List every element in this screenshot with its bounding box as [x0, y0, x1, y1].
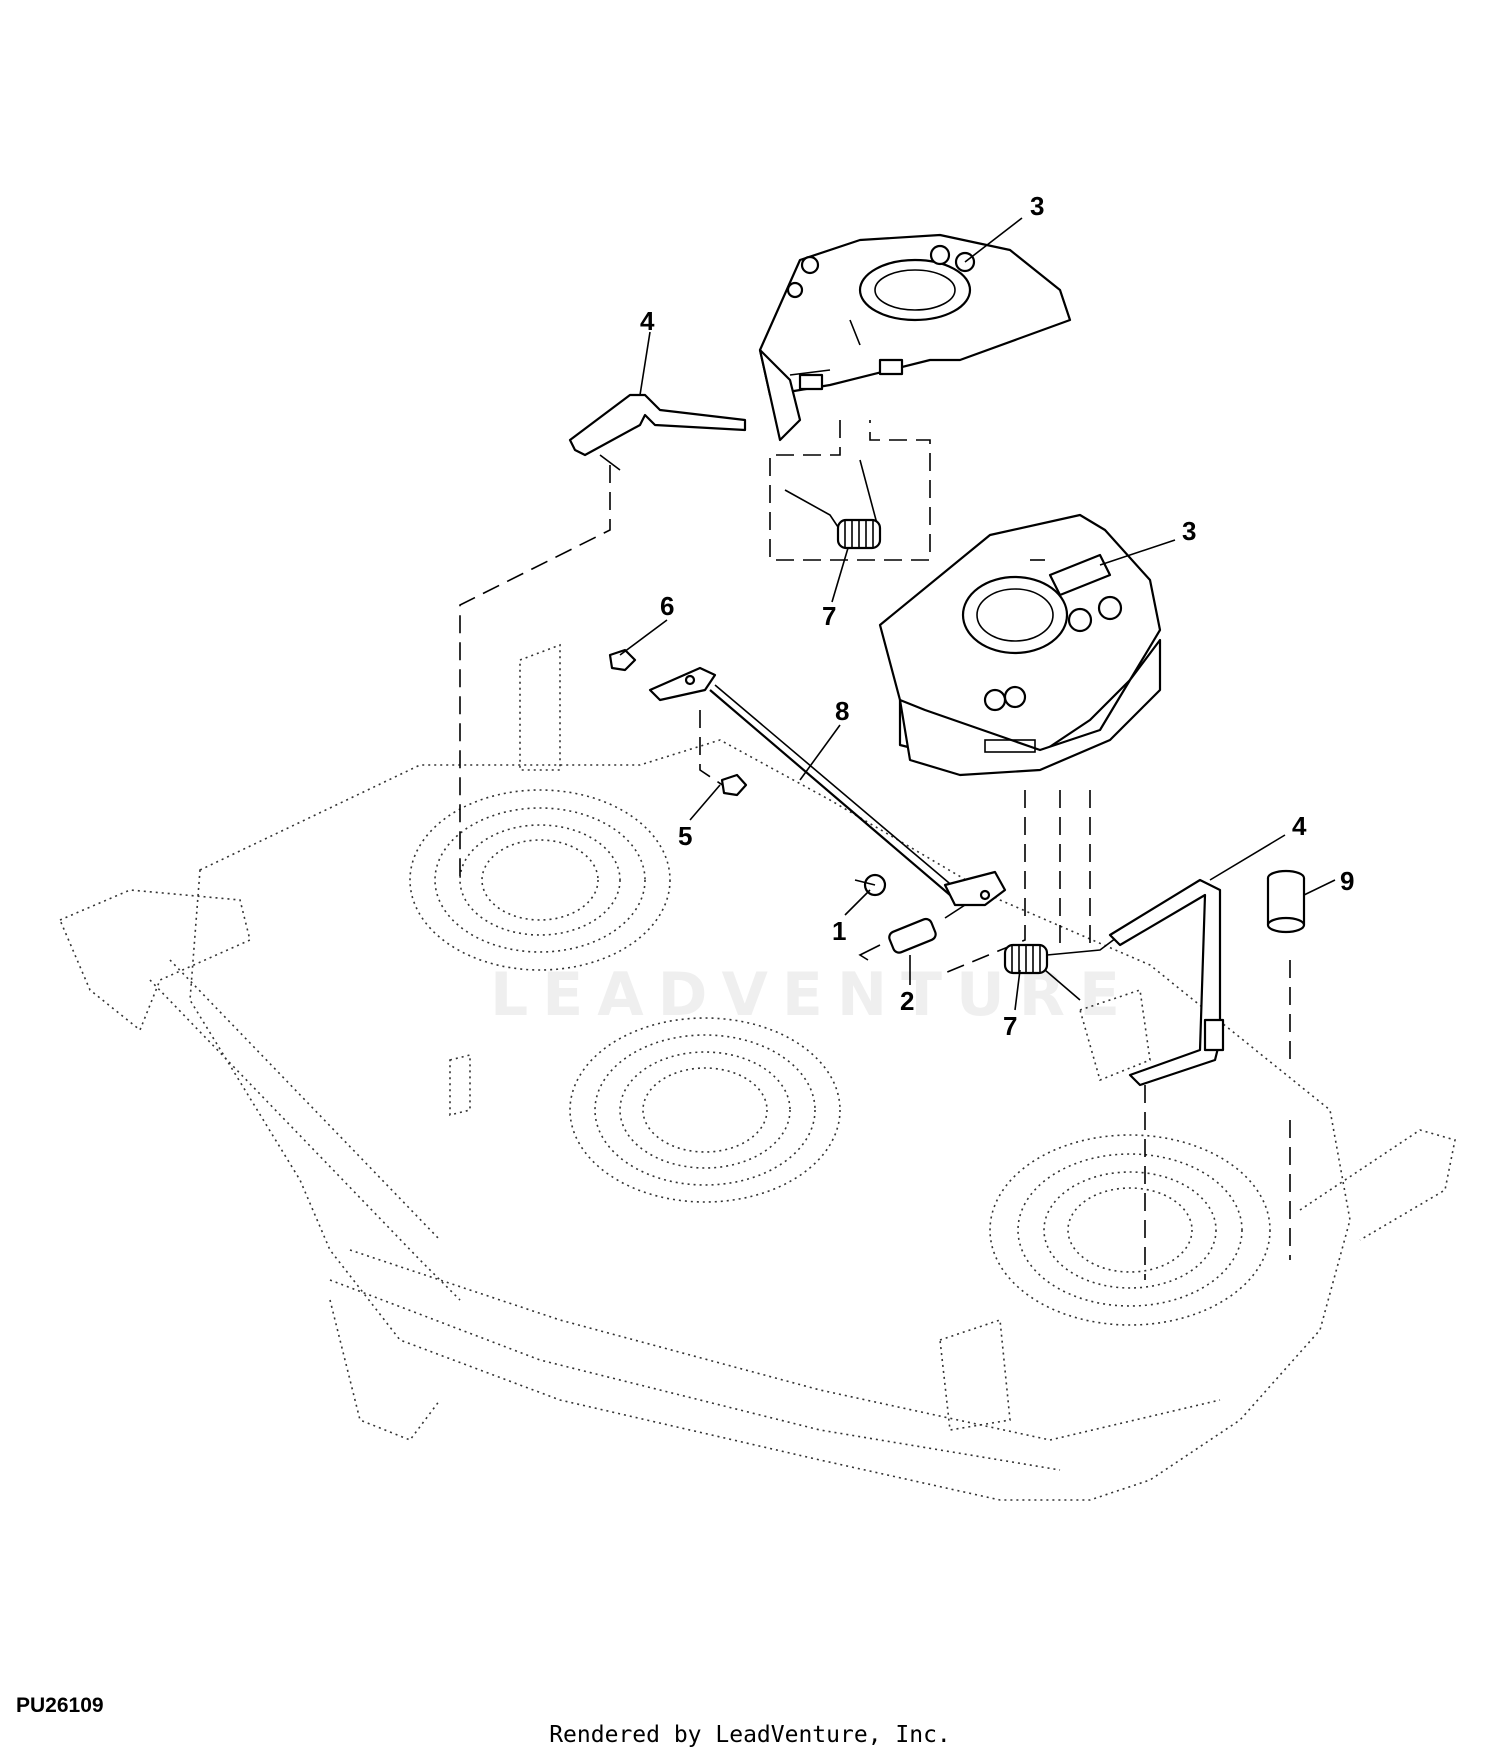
callouts: 3 3 4 4 7 7 6 5 8 1 2 9 [640, 191, 1354, 1041]
callout-6: 6 [660, 591, 674, 621]
upper-belt-cover [758, 233, 1072, 442]
callout-4-upper: 4 [640, 306, 655, 336]
callout-3-upper: 3 [1030, 191, 1044, 221]
bushing [1266, 869, 1306, 934]
callout-8: 8 [835, 696, 849, 726]
nut-lower [720, 773, 748, 797]
callout-4-lower: 4 [1292, 811, 1307, 841]
nut-upper [608, 648, 637, 672]
pin-shank [854, 879, 876, 886]
callout-3-lower: 3 [1182, 516, 1196, 546]
callout-7-upper: 7 [822, 601, 836, 631]
callout-7-lower: 7 [1003, 1011, 1017, 1041]
callout-1: 1 [832, 916, 846, 946]
figure-id: PU26109 [16, 1694, 104, 1717]
lower-belt-cover [878, 513, 1162, 777]
mower-deck-ghost [58, 643, 1456, 1501]
render-credit: Rendered by LeadVenture, Inc. [549, 1722, 951, 1748]
lower-torsion-spring [1003, 934, 1121, 1001]
lower-lift-rod [1108, 878, 1225, 1087]
upper-torsion-spring [784, 459, 882, 550]
callout-9: 9 [1340, 866, 1354, 896]
leader-lines [619, 217, 1336, 1011]
upper-lift-rod [568, 393, 747, 471]
assembly-lines [459, 420, 1291, 1280]
extension-spring [858, 904, 966, 961]
callout-5: 5 [678, 821, 692, 851]
link-rod [648, 666, 1007, 907]
callout-2: 2 [900, 986, 914, 1016]
